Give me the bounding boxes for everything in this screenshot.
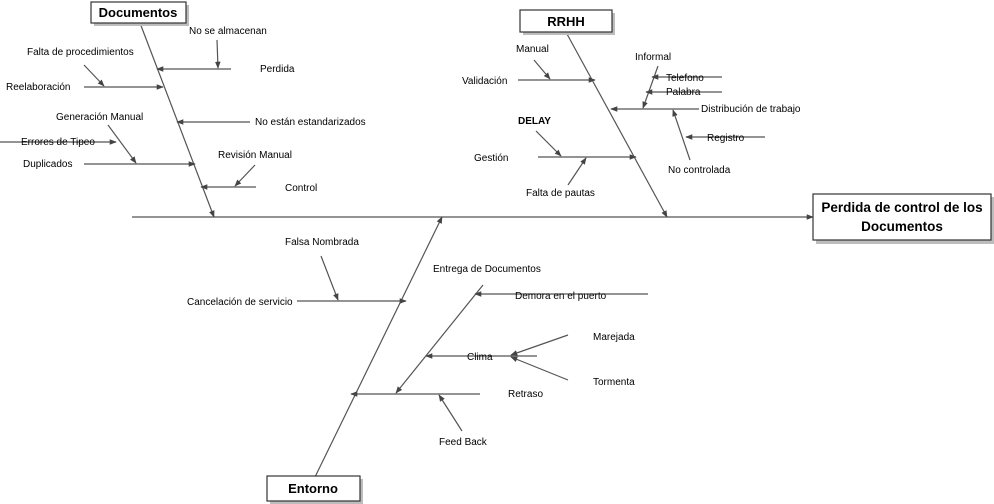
revision-manual-arrow <box>234 164 256 187</box>
cause-manual: Manual <box>516 44 549 55</box>
cause-tormenta: Tormenta <box>593 377 635 388</box>
cause-duplicados: Duplicados <box>23 159 72 170</box>
tormenta-arrow <box>510 356 569 381</box>
cause-palabra: Palabra <box>666 87 701 98</box>
effect-title-line2: Documentos <box>861 219 943 234</box>
generacion-manual-arrow <box>107 124 137 164</box>
falta-procedimientos-arrow <box>83 64 105 87</box>
cause-falsa-nombrada: Falsa Nombrada <box>285 237 359 248</box>
cause-revision-manual: Revisión Manual <box>218 150 292 161</box>
cause-cancelacion: Cancelación de servicio <box>187 297 293 308</box>
falsa-nombrada-arrow <box>320 255 339 301</box>
category-rrhh-label: RRHH <box>547 14 585 29</box>
category-entorno-label: Entorno <box>288 481 338 496</box>
delay-arrow <box>535 130 562 157</box>
cause-reelaboracion: Reelaboración <box>6 82 71 93</box>
documentos-bone <box>139 22 215 218</box>
cause-feed-back: Feed Back <box>439 437 488 448</box>
no-controlada-arrow <box>672 109 691 161</box>
cause-retraso: Retraso <box>508 389 543 400</box>
cause-control: Control <box>285 183 317 194</box>
cause-no-se-almacenan: No se almacenan <box>189 26 267 37</box>
cause-perdida: Perdida <box>260 64 295 75</box>
cause-gestion: Gestión <box>474 153 508 164</box>
marejada-arrow <box>510 334 569 356</box>
category-rrhh: RRHH <box>519 9 615 35</box>
category-documentos: Documentos <box>90 1 189 26</box>
cause-falta-pautas: Falta de pautas <box>526 188 595 199</box>
manual-arrow <box>533 59 551 80</box>
cause-no-estandarizados: No están estandarizados <box>255 117 366 128</box>
cause-falta-procedimientos: Falta de procedimientos <box>27 47 134 58</box>
entorno-bone <box>314 216 443 478</box>
effect-box: Perdida de control de los Documentos <box>812 193 994 244</box>
cause-marejada: Marejada <box>593 332 635 343</box>
cause-clima: Clima <box>467 352 493 363</box>
cause-entrega-documentos: Entrega de Documentos <box>433 264 541 275</box>
entrega-documentos-line <box>395 284 484 394</box>
cause-generacion-manual: Generación Manual <box>56 112 143 123</box>
effect-title-line1: Perdida de control de los <box>821 200 982 215</box>
cause-no-controlada: No controlada <box>668 165 731 176</box>
cause-distribucion: Distribución de trabajo <box>701 104 801 115</box>
cause-delay: DELAY <box>518 116 551 127</box>
cause-telefono: Telefono <box>666 73 704 84</box>
feed-back-arrow <box>438 394 463 432</box>
cause-errores-tipeo: Errores de Tipeo <box>21 137 95 148</box>
category-entorno: Entorno <box>266 475 363 504</box>
falta-pautas-arrow <box>567 157 587 186</box>
informal-arrow <box>642 65 659 109</box>
category-documentos-label: Documentos <box>99 5 178 20</box>
cause-validacion: Validación <box>462 76 507 87</box>
cause-registro: Registro <box>707 133 745 144</box>
cause-demora-puerto: Demora en el puerto <box>515 291 607 302</box>
cause-informal: Informal <box>635 52 671 63</box>
rrhh-bone <box>566 33 668 218</box>
no-se-almacenan-arrow <box>214 39 221 69</box>
